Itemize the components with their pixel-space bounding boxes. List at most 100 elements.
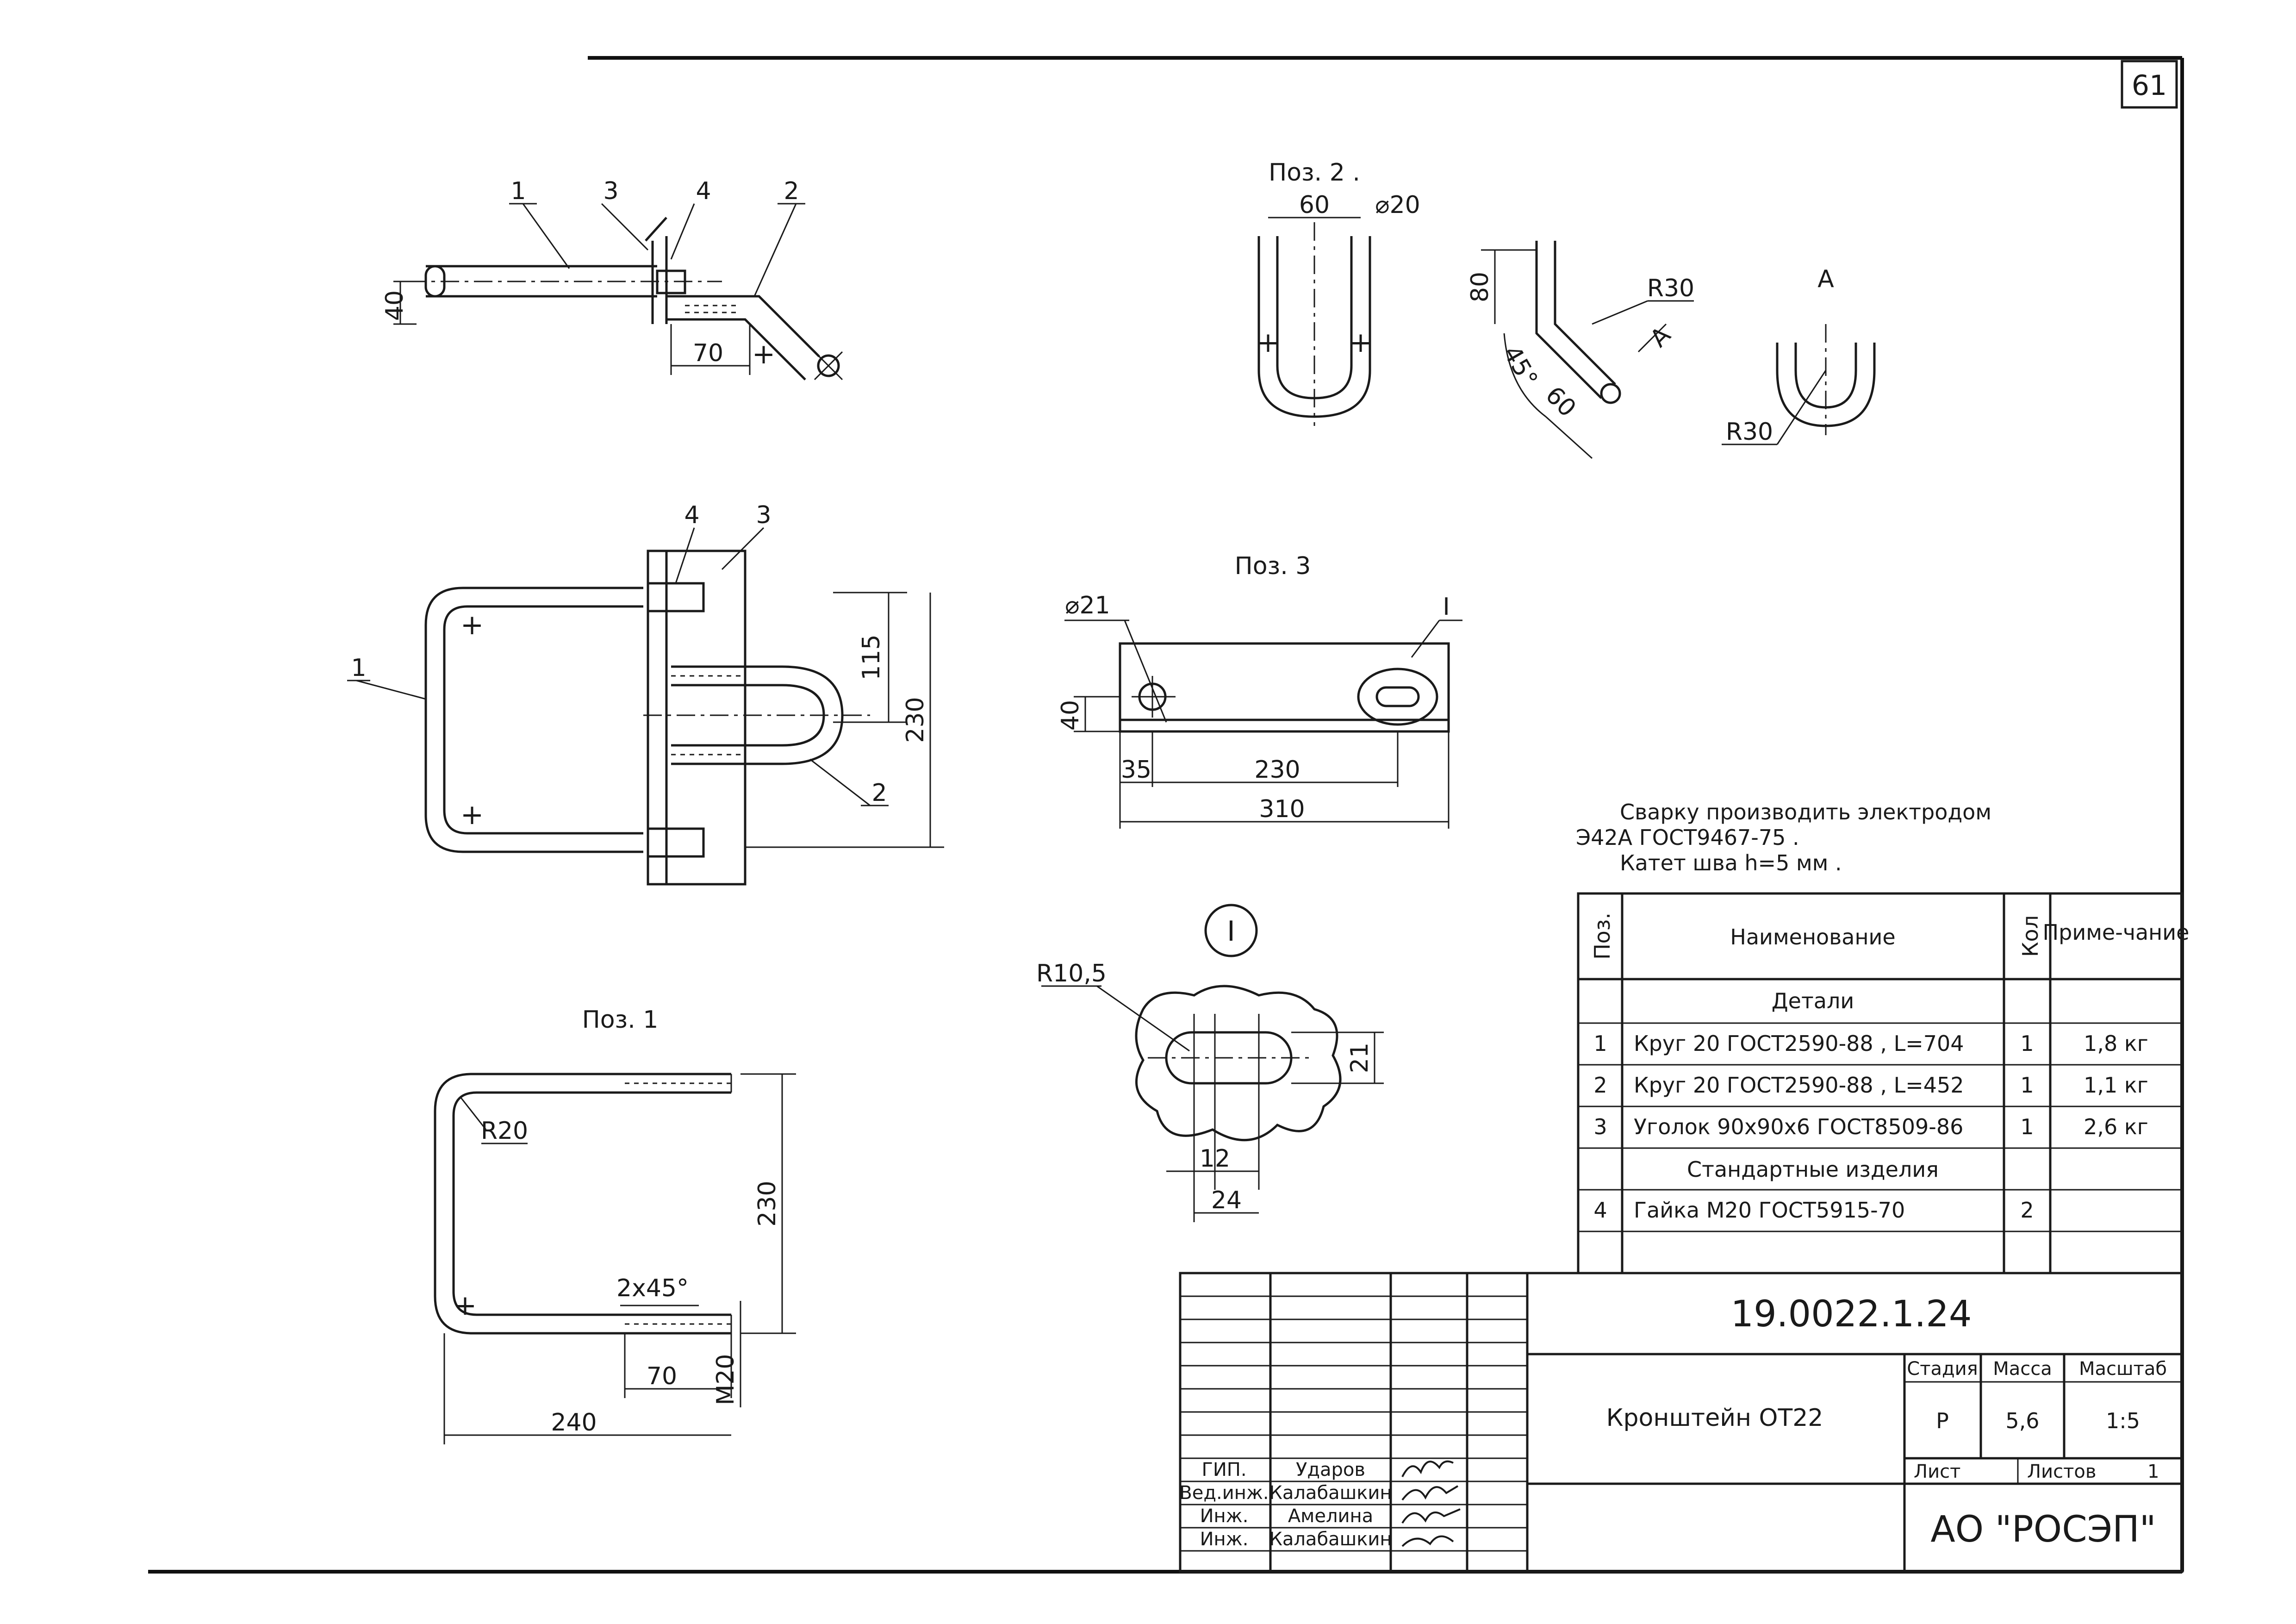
dim-310: 310: [1259, 795, 1305, 823]
dim-45deg: 45°: [1498, 341, 1543, 392]
mass-label: Масса: [1993, 1358, 2052, 1380]
leader-2: 2: [784, 177, 799, 205]
part-title: Кронштейн ОТ22: [1606, 1404, 1823, 1432]
role-3: Инж.: [1200, 1505, 1249, 1527]
leader-2: 2: [871, 779, 887, 807]
note-line-2: Э42А ГОСТ9467-75 .: [1576, 825, 1799, 850]
signature-2: [1401, 1485, 1459, 1501]
leader-3: 3: [603, 177, 618, 205]
row1-qty: 1: [2020, 1031, 2034, 1056]
dim-m20: M20: [712, 1354, 740, 1405]
row2-note: 1,1 кг: [2084, 1073, 2148, 1098]
row2-name: Круг 20 ГОСТ2590-88 , L=452: [1634, 1073, 1964, 1098]
dim-230: 230: [1254, 756, 1300, 784]
dim-24: 24: [1211, 1187, 1242, 1214]
dim-12: 12: [1200, 1145, 1230, 1173]
svg-text:+: +: [460, 799, 484, 831]
arrow-a-label: A: [1645, 321, 1676, 353]
leader-1: 1: [510, 177, 526, 205]
dim-230: 230: [902, 697, 929, 743]
col-pos-header: Поз.: [1590, 912, 1615, 960]
dim-240: 240: [551, 1409, 597, 1437]
stage-label: Стадия: [1907, 1358, 1978, 1380]
row4-name: Гайка М20 ГОСТ5915-70: [1634, 1198, 1905, 1223]
name-1: Ударов: [1296, 1459, 1365, 1480]
leader-4: 4: [684, 501, 699, 529]
spec-table: Поз. Наименование Кол Приме-чание Детали…: [1577, 892, 2189, 1274]
section-standard: Стандартные изделия: [1687, 1157, 1939, 1182]
row3-qty: 1: [2020, 1114, 2034, 1139]
sheet-label: Лист: [1914, 1461, 1960, 1482]
sheet-number: 61: [2132, 69, 2167, 102]
col-qty-header: Кол: [2018, 915, 2043, 957]
leader-3: 3: [756, 501, 771, 529]
role-2: Вед.инж.: [1179, 1482, 1269, 1504]
dim-60: 60: [1299, 191, 1330, 219]
row1-note: 1,8 кг: [2084, 1031, 2148, 1056]
role-4: Инж.: [1200, 1529, 1249, 1550]
dim-r10-5: R10,5: [1036, 960, 1107, 987]
organization: АО "РОСЭП": [1930, 1509, 2156, 1550]
signature-1: [1401, 1460, 1454, 1477]
row1-name: Круг 20 ГОСТ2590-88 , L=704: [1634, 1031, 1964, 1056]
name-2: Калабашкин: [1269, 1482, 1392, 1504]
svg-text:+: +: [752, 338, 775, 370]
dim-70: 70: [647, 1362, 677, 1390]
pos3-view: Поз. 3 ⌀21 I 40 35 230 310: [1057, 552, 1462, 829]
dim-r30b: R30: [1726, 418, 1773, 446]
assembly-main-view: + + 4 3 1 2 115 230: [347, 501, 944, 886]
stage-value: Р: [1936, 1408, 1949, 1433]
pos2-title: Поз. 2 .: [1269, 159, 1360, 187]
pos3-title: Поз. 3: [1235, 552, 1311, 580]
welding-notes: Сварку производить электродом Э42А ГОСТ9…: [1576, 800, 1991, 875]
role-1: ГИП.: [1201, 1459, 1246, 1480]
dim-35: 35: [1121, 756, 1151, 784]
dim-r30: R30: [1647, 275, 1694, 302]
dim-40: 40: [1057, 700, 1084, 731]
row4-pos: 4: [1593, 1198, 1607, 1223]
row4-qty: 2: [2020, 1198, 2034, 1223]
pos1-title: Поз. 1: [582, 1006, 659, 1034]
sheets-label: Листов: [2027, 1461, 2096, 1482]
dim-40: 40: [381, 290, 409, 321]
assembly-top-view: 1 3 4 2 40 70 +: [381, 177, 843, 381]
pos2-view: Поз. 2 . 60 ⌀20 + + 80 R30 45° 60 A A R3…: [1257, 159, 1876, 459]
detail-i-label: I: [1227, 915, 1235, 948]
row3-name: Уголок 90х90х6 ГОСТ8509-86: [1634, 1114, 1963, 1139]
scale-label: Масштаб: [2079, 1358, 2167, 1380]
callout-i: I: [1443, 593, 1450, 621]
dim-21: 21: [1346, 1043, 1374, 1073]
dim-r20: R20: [481, 1117, 528, 1145]
dim-dia20: ⌀20: [1375, 191, 1420, 219]
svg-text:+: +: [1349, 326, 1372, 359]
sheets-value: 1: [2147, 1461, 2159, 1482]
name-3: Амелина: [1288, 1505, 1373, 1527]
dim-chamfer: 2x45°: [616, 1274, 689, 1302]
svg-text:+: +: [454, 1289, 477, 1322]
row3-pos: 3: [1593, 1114, 1607, 1139]
row2-pos: 2: [1593, 1073, 1607, 1098]
view-a-label: A: [1817, 265, 1834, 293]
note-line-3: Катет шва h=5 мм .: [1620, 850, 1842, 875]
dim-dia21: ⌀21: [1065, 592, 1110, 619]
scale-value: 1:5: [2106, 1408, 2140, 1433]
leader-1: 1: [351, 654, 366, 682]
svg-text:+: +: [460, 609, 484, 641]
pos1-view: Поз. 1 + R20 230 2x45° 70 M20 240: [434, 1006, 796, 1444]
row1-pos: 1: [1593, 1031, 1607, 1056]
svg-text:+: +: [1257, 326, 1280, 359]
dim-115: 115: [858, 634, 885, 680]
note-line-1: Сварку производить электродом: [1620, 800, 1991, 824]
row3-note: 2,6 кг: [2084, 1114, 2148, 1139]
row2-qty: 1: [2020, 1073, 2034, 1098]
leader-4: 4: [696, 177, 711, 205]
dim-230: 230: [753, 1181, 781, 1226]
title-block: 19.0022.1.24 Кронштейн ОТ22 Стадия Масса…: [1179, 1272, 2184, 1573]
signature-3: [1401, 1508, 1461, 1524]
mass-value: 5,6: [2005, 1408, 2039, 1433]
dim-80: 80: [1466, 272, 1494, 302]
doc-code: 19.0022.1.24: [1730, 1293, 1972, 1335]
name-4: Калабашкин: [1269, 1529, 1392, 1550]
